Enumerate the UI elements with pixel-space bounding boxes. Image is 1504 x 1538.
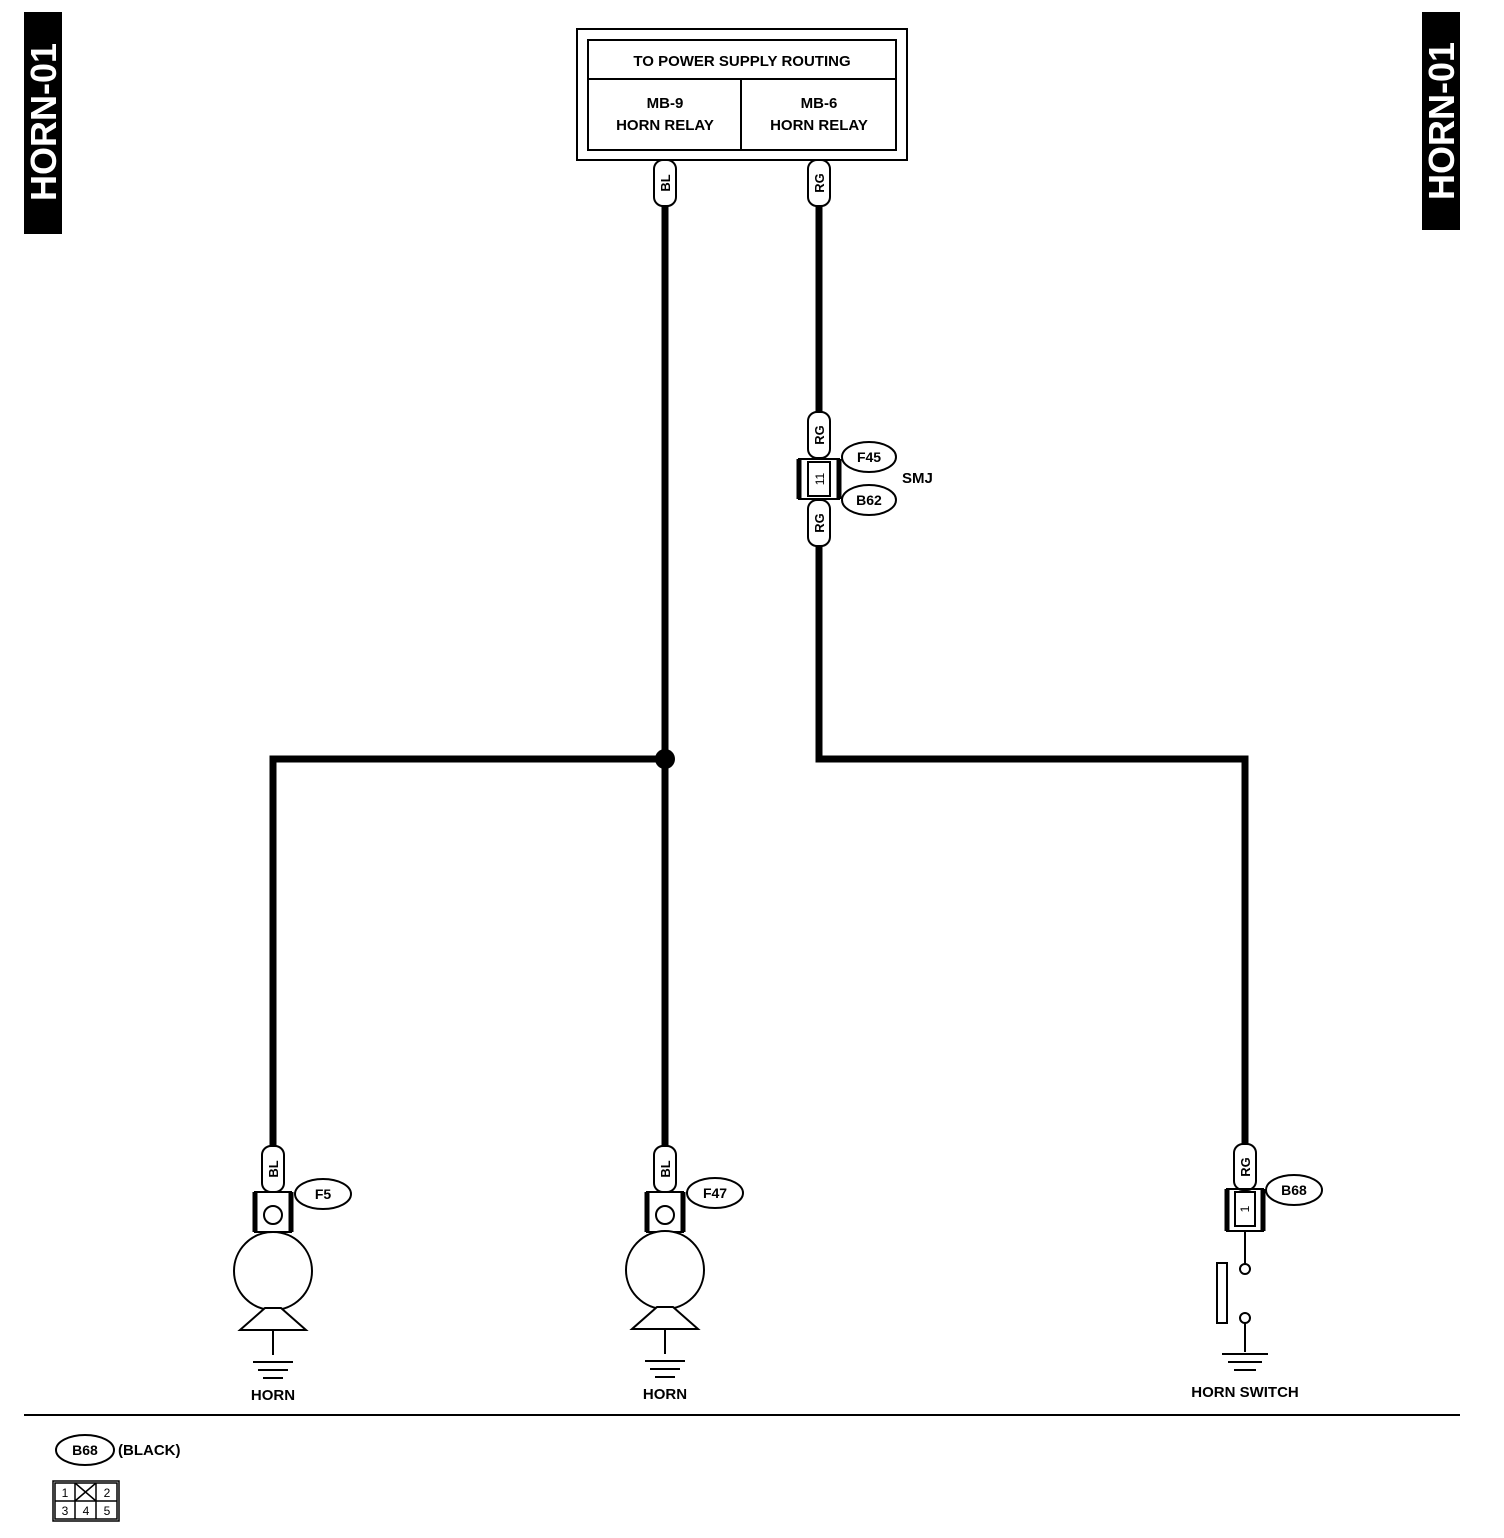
legend-pin-4: 4 [83,1504,90,1518]
power-box-right-line1: MB-6 [801,95,838,112]
connector-f45-label: F45 [857,449,881,465]
power-box-right-line2: HORN RELAY [770,117,868,134]
wire-label-rg-smj-lower: RG [807,499,831,547]
connector-f5-label: F5 [315,1186,332,1202]
splice-junction [655,749,675,769]
smj-pin: 11 [813,472,827,485]
legend-pin-1: 1 [62,1486,69,1500]
connector-f45: F45 [841,441,897,473]
wire-label-rg-switch: RG [1233,1143,1257,1191]
horn-switch-pin: 1 [1238,1205,1252,1212]
wire-label-rg-smj-lower-text: RG [812,513,827,533]
connector-b62: B62 [841,484,897,516]
horn-1-label: HORN [251,1387,295,1404]
horn-2: HORN [625,1191,705,1403]
power-box-title: TO POWER SUPPLY ROUTING [633,53,850,70]
wire-label-bl-horn1: BL [261,1145,285,1193]
wire-label-rg-smj-upper-text: RG [812,425,827,445]
page-tab-right-label: HORN-01 [1421,42,1462,200]
legend-color-label: (BLACK) [118,1442,180,1459]
ground-icon [1222,1353,1268,1371]
wire-label-rg-top: RG [807,159,831,207]
horn-2-label: HORN [643,1386,687,1403]
wire-label-bl-horn2: BL [653,1145,677,1193]
horn-1-icon [233,1231,313,1311]
connector-f47-label: F47 [703,1185,727,1201]
power-box-left-line1: MB-9 [647,95,684,112]
legend-pin-3: 3 [62,1504,69,1518]
wire-label-rg-smj-upper: RG [807,411,831,459]
smj-label: SMJ [902,470,933,487]
wire-label-rg-switch-text: RG [1238,1157,1253,1177]
power-box-left-line2: HORN RELAY [616,117,714,134]
legend-pin-5: 5 [104,1504,111,1518]
connector-b68: B68 [1265,1174,1323,1206]
legend-pin-2: 2 [104,1486,111,1500]
wires [269,201,1249,1152]
wire-label-bl-top: BL [653,159,677,207]
wire-label-bl-horn2-text: BL [658,1160,673,1177]
horn-2-icon [625,1230,705,1310]
smj-connector: 11 [796,458,842,500]
horn-1: HORN [233,1191,313,1404]
connector-pin-layout [52,1480,120,1522]
legend-connector-label: B68 [72,1442,98,1458]
page-tab-right: HORN-01 [1421,12,1462,230]
ground-icon [645,1360,685,1378]
page-tab-left: HORN-01 [23,12,64,234]
connector-f47: F47 [686,1177,744,1209]
connector-b68-label: B68 [1281,1182,1307,1198]
horn-switch-label: HORN SWITCH [1191,1384,1299,1401]
legend: B68 (BLACK) 1 2 3 4 5 [52,1434,180,1522]
switch-contact-icon [1216,1262,1228,1324]
wire-label-bl-top-text: BL [658,174,673,191]
power-supply-box: TO POWER SUPPLY ROUTING MB-9 HORN RELAY … [576,28,908,161]
wire-label-bl-horn1-text: BL [266,1160,281,1177]
connector-f5: F5 [294,1178,352,1210]
ground-icon [253,1361,293,1379]
connector-b62-label: B62 [856,492,882,508]
page-tab-left-label: HORN-01 [23,43,64,201]
wire-label-rg-top-text: RG [812,173,827,193]
horn-switch: 1 HORN SWITCH [1191,1188,1299,1401]
